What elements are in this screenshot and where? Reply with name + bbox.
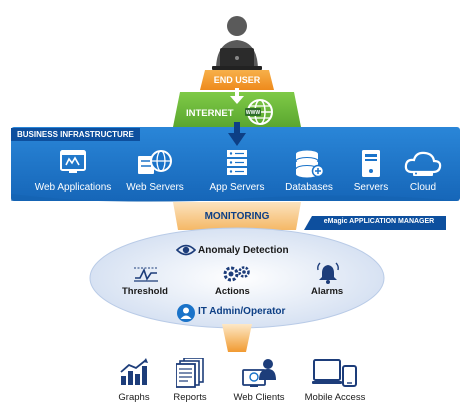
threshold-icon [134,267,158,282]
web-applications-label: Web Applications [34,182,112,193]
reports-icon [176,358,204,388]
end-user-label: END USER [213,75,261,85]
database-icon [295,150,324,178]
admin-user-icon [177,304,195,322]
www-label: WWW [245,110,261,116]
web-application-icon [60,150,86,173]
web-clients-label: Web Clients [233,392,285,403]
monitoring-band [173,202,301,230]
app-servers-label: App Servers [209,182,265,193]
actions-label: Actions [215,286,250,297]
server-icon [362,150,380,177]
graphs-label: Graphs [118,392,150,403]
app-manager-tab [304,216,446,230]
servers-label: Servers [353,182,389,193]
web-servers-item: Web Servers [112,150,198,198]
output-funnel [222,324,252,352]
end-user-band [200,70,274,90]
web-servers-label: Web Servers [126,182,184,193]
alarms-label: Alarms [311,286,344,297]
alarm-bell-icon [317,262,339,284]
www-globe-icon [245,99,273,125]
web-applications-item: Web Applications [30,150,116,198]
end-user-icon [212,16,262,70]
cloud-item: Cloud [380,150,466,198]
web-server-globe-icon [138,150,172,174]
eye-icon [176,244,196,256]
databases-label: Databases [285,182,333,193]
arrow-down-icon [230,88,244,104]
gears-icon [223,266,250,282]
mobile-access-icon [312,359,357,387]
app-manager-label: eMagic APPLICATION MANAGER [323,218,435,225]
arrow-down-icon [228,122,246,146]
reports-label: Reports [173,392,207,403]
mobile-access-label: Mobile Access [304,392,366,403]
servers-item: Servers [328,150,414,198]
app-server-icon [227,150,247,175]
it-admin-label: IT Admin/Operator [198,306,286,317]
internet-label: INTERNET [186,108,234,119]
monitoring-label: MONITORING [204,211,270,222]
anomaly-detection-label: Anomaly Detection [198,245,289,256]
threshold-label: Threshold [122,286,168,297]
web-client-icon [242,359,276,387]
databases-item: Databases [266,150,352,198]
business-infrastructure-title: BUSINESS INFRASTRUCTURE [11,128,140,141]
app-servers-item: App Servers [194,150,280,198]
cloud-label: Cloud [409,182,437,193]
graph-icon [120,358,148,385]
cloud-icon [404,151,442,176]
